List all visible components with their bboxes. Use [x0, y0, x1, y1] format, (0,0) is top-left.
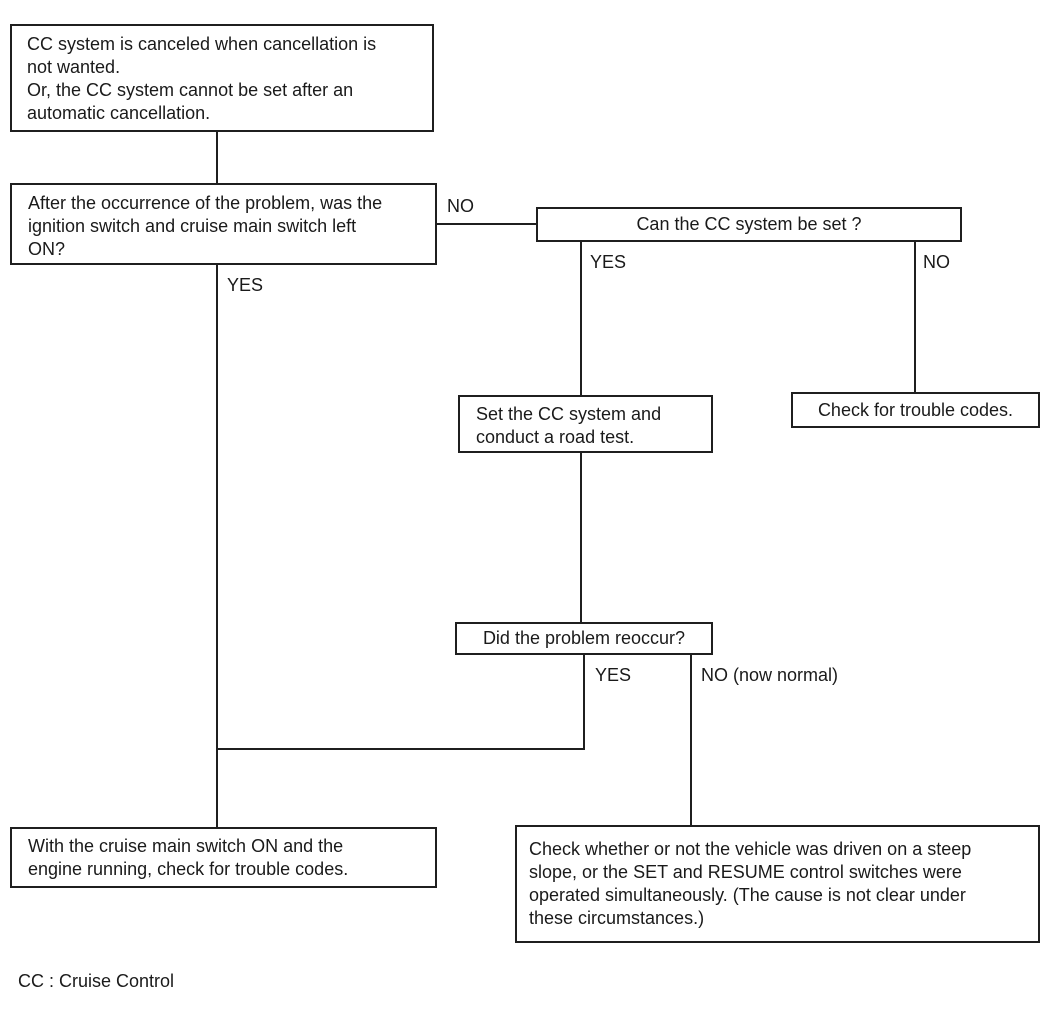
flow-box-question-switch-left-on: After the occurrence of the problem, was…	[10, 183, 437, 265]
flow-box-question-can-set: Can the CC system be set ?	[536, 207, 962, 242]
edge-label-can-set-yes: YES	[590, 252, 627, 272]
edge-label-can-set-no: NO	[923, 252, 950, 272]
connector-can-set-yes	[580, 242, 582, 395]
connector-road-test-to-reoccur	[580, 453, 582, 622]
connector-question-no-to-can-set	[437, 223, 536, 225]
connector-reoccur-yes	[583, 655, 585, 750]
edge-label-switch-yes: YES	[227, 275, 264, 295]
flow-box-road-test: Set the CC system and conduct a road tes…	[458, 395, 713, 453]
edge-label-switch-no: NO	[447, 196, 474, 216]
connector-can-set-no	[914, 242, 916, 392]
flow-box-check-codes-engine-running: With the cruise main switch ON and the e…	[10, 827, 437, 888]
connector-reoccur-no	[690, 655, 692, 825]
edge-label-reoccur-yes: YES	[595, 665, 632, 685]
flow-box-check-steep-slope: Check whether or not the vehicle was dri…	[515, 825, 1040, 943]
connector-symptom-to-question	[216, 132, 218, 183]
edge-label-reoccur-no: NO (now normal)	[701, 665, 839, 685]
flow-box-symptom: CC system is canceled when cancellation …	[10, 24, 434, 132]
connector-reoccur-yes-merge	[216, 748, 585, 750]
connector-question-yes-main-vertical	[216, 265, 218, 827]
footnote-cc-definition: CC : Cruise Control	[18, 971, 175, 991]
flow-box-check-trouble-codes: Check for trouble codes.	[791, 392, 1040, 428]
flow-box-question-reoccur: Did the problem reoccur?	[455, 622, 713, 655]
